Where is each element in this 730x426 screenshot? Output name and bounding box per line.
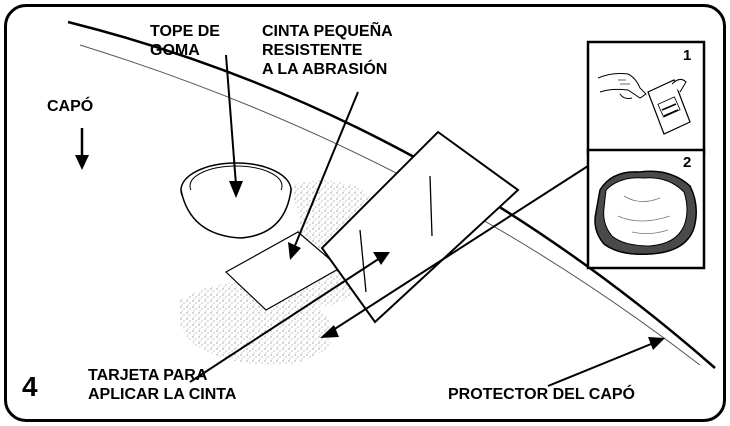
inset-2-number: 2	[683, 154, 692, 171]
pointer-rubber-stop	[225, 54, 237, 186]
hood-label: CAPÓ	[47, 98, 94, 115]
pointer-hood-protector	[547, 341, 657, 387]
pointer-cloth	[329, 165, 589, 333]
rubber-stop-label: TOPE DE GOMA	[150, 23, 220, 59]
small-tape-label: CINTA PEQUEÑA RESISTENTE A LA ABRASIÓN	[262, 23, 393, 78]
step-number: 4	[22, 371, 38, 402]
alcohol-wipe-packet-icon	[597, 73, 691, 135]
card-stroke-mark	[429, 175, 433, 237]
pointer-small-tape	[293, 91, 359, 249]
inset-1-number: 1	[683, 47, 692, 64]
stipple-area	[178, 282, 332, 365]
inset-box-1	[586, 40, 706, 156]
hood-edge-line	[67, 20, 716, 369]
card-stroke-mark	[359, 229, 367, 293]
pointer-card	[189, 257, 381, 383]
applicator-card-shape	[320, 130, 520, 324]
hood-protector-label: PROTECTOR DEL CAPÓ	[448, 386, 635, 403]
cleaning-cloth-icon	[594, 170, 697, 256]
card-label: TARJETA PARA APLICAR LA CINTA	[88, 367, 237, 403]
